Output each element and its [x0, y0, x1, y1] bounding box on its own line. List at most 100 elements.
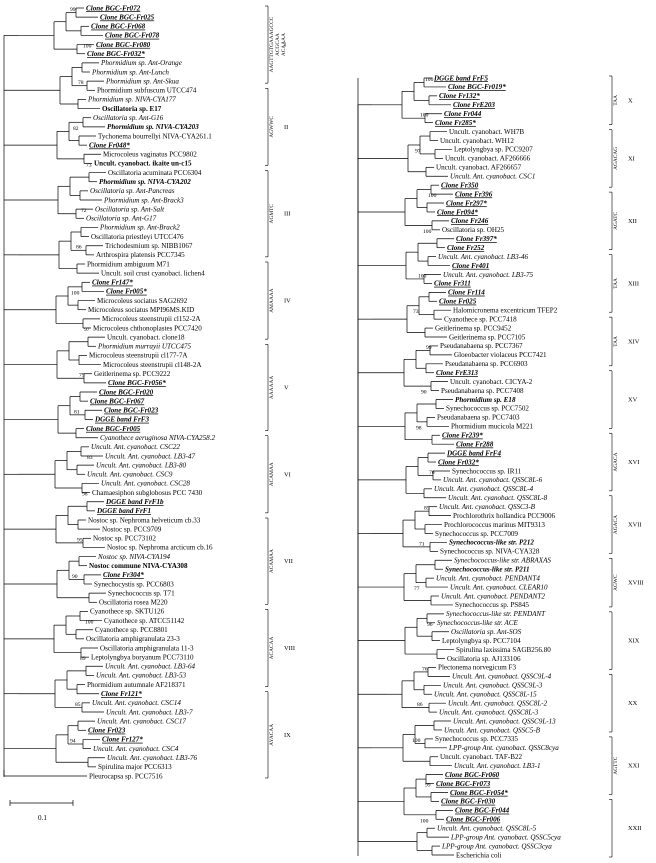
taxon-label: Synechococcus sp. T71 [108, 589, 175, 597]
taxon-label: Clone Fr288 [456, 440, 494, 448]
taxon-label: Oscillatoria sp. Ant-Salt [95, 205, 165, 213]
bootstrap-value: 100 [418, 273, 427, 279]
taxon-label: Uncult. Ant. cyanobact. LB3-75 [443, 271, 534, 279]
taxon-label: Synechococcus sp. PS845 [455, 601, 529, 609]
taxon-label: DGGE band FrF5 [433, 74, 488, 82]
taxon-label: Uncult. Ant. cyanobact. LB3-47 [105, 452, 196, 460]
taxon-label: Oscillatoria sp. AJ133106 [447, 655, 521, 663]
bootstrap-value: 96 [427, 622, 433, 628]
taxon-label: Uncult. cyanobact. WH12 [440, 137, 514, 145]
taxon-label: Clone BGC-Fr019* [448, 83, 506, 91]
taxon-label: Uncult. cyanobact. WH7B [449, 128, 524, 136]
group-roman-numeral: XIV [628, 338, 640, 345]
bootstrap-value: 98 [416, 425, 422, 431]
bootstrap-value: 77 [414, 586, 420, 592]
group-roman-numeral: XVI [628, 459, 639, 466]
taxon-label: Synechococcus sp. IR11 [452, 467, 522, 475]
group-roman-numeral: XVIII [628, 580, 644, 587]
taxon-label: Microcoleus steenstrupii cl177-7A [89, 352, 188, 360]
group-roman-numeral: XXI [628, 763, 639, 770]
group-motif: AAGTTGTGAAAGCCC [269, 16, 275, 72]
bootstrap-value: 100 [71, 290, 80, 296]
taxon-label: Clone Fr147* [92, 279, 133, 287]
bootstrap-value: 90 [72, 574, 78, 580]
taxon-label: Halomicronema excentricum TFEP2 [453, 307, 558, 315]
group-roman-numeral: III [284, 211, 290, 218]
scale-bar-label: 0.1 [38, 814, 47, 822]
taxon-label: Nostoc sp. PCC9709 [102, 525, 162, 533]
taxon-label: Phormidium sp. NIVA-CYA177 [87, 96, 176, 104]
bootstrap-value: 82 [73, 126, 79, 132]
taxon-label: Nostoc sp. PCC73102 [93, 535, 156, 543]
bootstrap-value: 78 [78, 80, 84, 86]
group-motif: AGTTC [613, 756, 619, 774]
taxon-label: Oscillatoria sp. E17 [102, 105, 162, 113]
taxon-label: Nostoc sp. Nephroma arcticum cb.16 [107, 544, 213, 552]
taxon-label: Synechococcus sp. PCC7009 [435, 530, 518, 538]
group-roman-numeral: VIII [284, 645, 295, 652]
taxon-label: Uncult. Ant. cyanobact. QSSC9L-4 [452, 673, 552, 681]
bootstrap-value: 99 [425, 783, 431, 789]
group-motif: AGWC [613, 574, 619, 591]
group-motif: AGMTC [269, 204, 275, 224]
group-motif: AGWWC [269, 116, 275, 138]
taxon-label: Oscillatoria sp. OH25 [442, 226, 505, 234]
taxon-label: Clone Fr239* [442, 432, 483, 440]
group-motif: AAAAAA [269, 376, 275, 399]
taxon-label: Uncult. cyanobact. TAF-B22 [440, 753, 522, 761]
taxon-label: Leptolyngbya boryanum PCC73110 [91, 653, 194, 661]
taxon-label: Synechococcus sp. NIVA-CYA328 [440, 548, 540, 556]
taxon-label: Uncult. Ant. cyanobact. QSSC5-B [444, 726, 541, 734]
taxon-label: Clone BGC-Fr020 [99, 388, 154, 396]
bootstrap-value: 85 [424, 506, 430, 512]
taxon-label: Microcoleus vaginatus PCC9802 [103, 151, 197, 159]
bootstrap-values: 9910078827372861009779818398959010089859… [70, 7, 437, 824]
taxon-label: Uncult. Ant. cyanobact. QSSC8L-8 [448, 494, 548, 502]
taxon-label: Clone Fr397* [456, 235, 497, 243]
bootstrap-value: 97 [415, 148, 421, 154]
taxon-label: Oscillatoria rosea M220 [99, 599, 168, 607]
taxon-label: Clone BGC-Fr054* [450, 789, 508, 797]
taxon-label: Clone Fr311 [434, 280, 471, 288]
bootstrap-value: 72 [81, 208, 87, 214]
taxon-label: Uncult. cyanobact. AF266666 [445, 155, 531, 163]
taxon-label: Phormidium subfuscum UTCC474 [97, 87, 197, 95]
taxon-label: Uncult. Ant. cyanobact. CSC9 [87, 471, 173, 479]
taxon-label: Spirulina laxissima SAGB256.80 [456, 646, 551, 654]
taxon-label: Clone Fr401 [452, 262, 489, 270]
bootstrap-value: 100 [412, 738, 421, 744]
taxon-label: Clone Fr048* [89, 141, 130, 149]
group-motif: ACGCAA [275, 33, 281, 56]
taxon-label: Clone BGC-Fr006 [446, 816, 501, 824]
bootstrap-value: 73 [413, 309, 419, 315]
taxon-label: Clone BGC-Fr023 [104, 407, 159, 415]
group-roman-numeral: X [628, 97, 633, 104]
bootstrap-value: 94 [70, 738, 76, 744]
group-motif: TAA [613, 336, 619, 347]
group-roman-numeral: XII [628, 218, 637, 225]
group-motif: AGACAG [613, 147, 619, 170]
taxon-label: Synechococcus sp. PCC7502 [446, 405, 529, 413]
taxon-label: Oscillatoria sp. Ant-SOS [451, 628, 522, 636]
bootstrap-value: 76 [422, 666, 428, 672]
taxon-label: LPP-group Ant. cyanobact. QSSC5cya [450, 833, 561, 841]
taxon-label: LPP-group Ant. cyanobact. QSSC8cya [448, 744, 559, 752]
taxon-label: Uncult. Ant. cyanobact. CLEAR10 [450, 583, 548, 591]
taxon-label: Cyanothece sp. PCC7418 [444, 315, 517, 323]
taxon-label: Oscillatoria sp. Ant-G17 [86, 215, 157, 223]
taxon-label: Uncult. soil crust cyanobact. lichen4 [101, 269, 205, 277]
taxon-label: Uncult. Ant. cyanobact. LB3-7 [106, 708, 193, 716]
taxon-label: Clone Fr094* [437, 208, 478, 216]
taxon-label: Pseudanabaena sp. PCC7408 [441, 387, 524, 395]
taxon-label: Clone BGC-Fr005 [86, 425, 141, 433]
taxon-label: Clone Fr114 [448, 289, 485, 297]
taxon-label: Uncult. Ant. cyanobact. QSSC9L-3 [443, 682, 543, 690]
taxon-label: LPP-group Ant. cyanobact. QSSC3cya [441, 842, 552, 850]
taxon-label: Chamaesiphon subglobosus PCC 7430 [92, 489, 203, 497]
group-motif: AMAAAA [269, 288, 275, 312]
bootstrap-value: 100 [428, 193, 437, 199]
group-roman-numeral: I [284, 42, 286, 49]
group-motif: AGACA [613, 452, 619, 471]
taxon-label: Synechococcus-like str. P212 [449, 539, 534, 547]
taxon-label: Spirulina major PCC6313 [98, 763, 172, 771]
